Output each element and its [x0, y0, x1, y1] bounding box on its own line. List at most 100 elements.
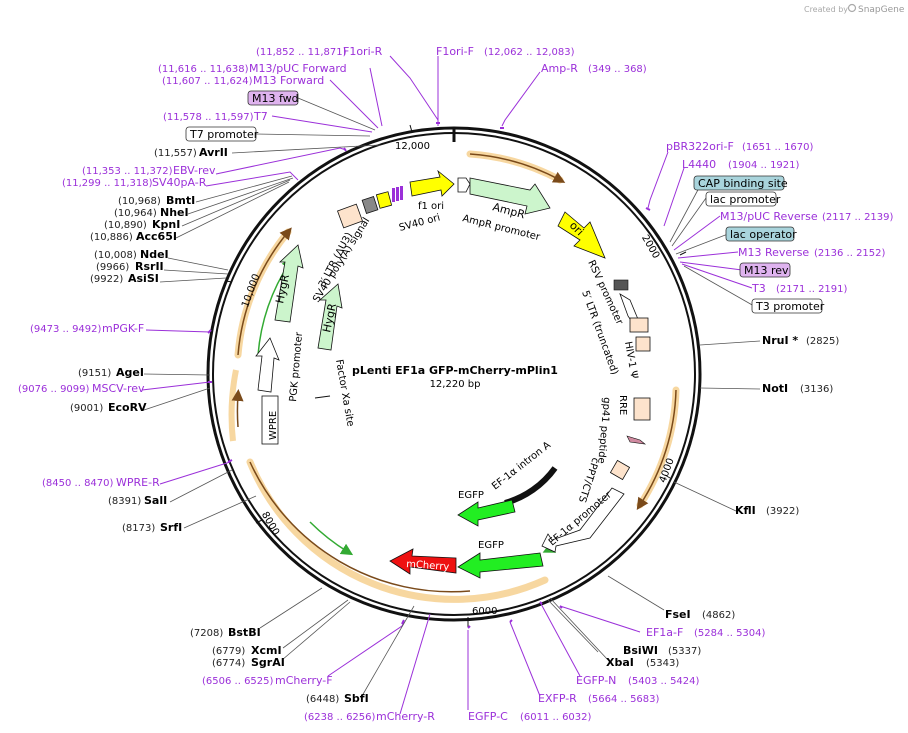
enzyme-sali-pos: (8391)	[108, 496, 141, 507]
mcherry-arrow	[389, 548, 457, 575]
primer-ef1a-f[interactable]: EF1a-F	[646, 626, 683, 639]
primer-m13-forward-pos: (11,607 .. 11,624)	[162, 76, 253, 87]
enzyme-avrii[interactable]: AvrII	[199, 146, 228, 159]
enzyme-asisi[interactable]: AsiSI	[128, 272, 159, 285]
watermark-text: Created by	[804, 5, 848, 14]
primer-m13puc-reverse-pos: (2117 .. 2139)	[822, 212, 894, 223]
enzyme-bmti[interactable]: BmtI	[166, 194, 195, 207]
hivpsi-box	[635, 336, 651, 352]
enzyme-ndei[interactable]: NdeI	[140, 248, 169, 261]
m13fwd-label: M13 fwd	[252, 92, 299, 105]
primer-m13puc-forward[interactable]: M13/pUC Forward	[249, 62, 347, 75]
primer-mscv-rev[interactable]: MSCV-rev	[92, 382, 145, 395]
primer-mcherry-f-pos: (6506 .. 6525)	[202, 676, 274, 687]
primer-ebv-rev[interactable]: EBV-rev	[173, 164, 216, 177]
sv40ori-box	[375, 191, 393, 209]
primer-wpre-r[interactable]: WPRE-R	[116, 476, 160, 489]
ampr-promoter-label: AmpR promoter	[461, 213, 542, 243]
enzyme-nrui[interactable]: NruI *	[762, 334, 798, 347]
wpre-arc-arrow	[231, 389, 244, 428]
primer-amp-r-pos: (349 .. 368)	[588, 64, 647, 75]
primer-egfp-n-pos: (5403 .. 5424)	[628, 676, 700, 687]
primer-mpgk-f-pos: (9473 .. 9492)	[30, 324, 102, 335]
primer-pbr322ori-f-pos: (1651 .. 1670)	[742, 142, 814, 153]
primer-egfp-c[interactable]: EGFP-C	[468, 710, 508, 723]
cap-label: CAP binding site	[698, 177, 788, 190]
wpre-arc	[228, 369, 239, 442]
hygr-arrow-1	[274, 244, 304, 323]
primer-sv40pa-r-pos: (11,299 .. 11,318)	[62, 178, 153, 189]
t3promoter-label: T3 promoter	[755, 300, 825, 313]
enzyme-sbfi[interactable]: SbfI	[344, 692, 369, 705]
primer-l4440[interactable]: L4440	[682, 158, 716, 171]
enzyme-bstbi[interactable]: BstBI	[228, 626, 261, 639]
enzyme-srfi[interactable]: SrfI	[160, 521, 182, 534]
enzyme-kfli[interactable]: KflI	[735, 504, 756, 517]
primer-egfp-n[interactable]: EGFP-N	[576, 674, 616, 687]
enzyme-kpni[interactable]: KpnI	[152, 218, 180, 231]
enzyme-rsrii-pos: (9966)	[96, 262, 129, 273]
enzyme-sgrai[interactable]: SgrAI	[251, 656, 285, 669]
sv40polya-box	[361, 195, 379, 215]
egfp-label-2: EGFP	[478, 540, 504, 551]
primer-m13-reverse[interactable]: M13 Reverse	[738, 246, 809, 259]
primer-f1ori-r[interactable]: F1ori-R	[343, 45, 383, 58]
enzyme-kfli-pos: (3922)	[766, 506, 799, 517]
enzyme-sgrai-pos: (6774)	[212, 658, 245, 669]
m13rev-label: M13 rev	[744, 264, 789, 277]
enzyme-srfi-pos: (8173)	[122, 523, 155, 534]
enzyme-acc65i[interactable]: Acc65I	[136, 230, 177, 243]
primer-mpgk-f[interactable]: mPGK-F	[102, 322, 144, 335]
primer-mcherry-r-pos: (6238 .. 6256)	[304, 712, 376, 723]
primer-marks-b	[396, 187, 399, 201]
enzyme-kpni-pos: (10,890)	[104, 220, 147, 231]
tick-10000: 10,000	[240, 272, 262, 309]
egfp-label-1: EGFP	[458, 490, 484, 501]
f1ori-arrow	[409, 169, 455, 197]
primer-m13puc-reverse[interactable]: M13/pUC Reverse	[720, 210, 818, 223]
enzyme-ecorv[interactable]: EcoRV	[108, 401, 147, 414]
enzyme-sbfi-pos: (6448)	[306, 694, 339, 705]
enzyme-fsei[interactable]: FseI	[665, 608, 691, 621]
ef1a-promoter-arrow	[541, 487, 625, 553]
primer-f1ori-r-pos: (11,852 .. 11,871)	[256, 47, 347, 58]
primer-egfp-c-pos: (6011 .. 6032)	[520, 712, 592, 723]
primer-f1ori-f[interactable]: F1ori-F	[436, 45, 474, 58]
enzyme-sali[interactable]: SalI	[144, 494, 167, 507]
enzyme-avrii-pos: (11,557)	[154, 148, 197, 159]
hygr-arrow-2	[317, 283, 343, 351]
primer-t3-pos: (2171 .. 2191)	[776, 284, 848, 295]
primer-exfp-r[interactable]: EXFP-R	[538, 692, 577, 705]
enzyme-xbai-pos: (5343)	[646, 658, 679, 669]
enzyme-noti[interactable]: NotI	[762, 382, 788, 395]
right-leaders	[647, 151, 761, 512]
ltr5-box	[629, 317, 649, 333]
enzyme-bsiwi[interactable]: BsiWI	[623, 644, 658, 657]
tick-12000: 12,000	[395, 141, 430, 152]
primer-m13-forward[interactable]: M13 Forward	[253, 74, 324, 87]
primer-exfp-r-pos: (5664 .. 5683)	[588, 694, 660, 705]
primer-t3[interactable]: T3	[751, 282, 766, 295]
primer-mcherry-r[interactable]: mCherry-R	[376, 710, 435, 723]
primer-pbr322ori-f[interactable]: pBR322ori-F	[666, 140, 734, 153]
enzyme-agei-pos: (9151)	[78, 368, 111, 379]
enzyme-xcmi[interactable]: XcmI	[251, 644, 282, 657]
enzyme-nhei[interactable]: NheI	[160, 206, 189, 219]
m13fwd-box	[247, 90, 299, 106]
primer-sv40pa-r[interactable]: SV40pA-R	[152, 176, 207, 189]
watermark-brand: SnapGene	[858, 5, 905, 15]
primer-mcherry-f[interactable]: mCherry-F	[275, 674, 333, 687]
wpre-label: WPRE	[268, 411, 279, 440]
primer-marks-c	[400, 186, 403, 200]
enzyme-noti-pos: (3136)	[800, 384, 833, 395]
sv40polya-label: SV40 poly(A) signal	[311, 216, 372, 305]
m13rev-box	[739, 262, 791, 278]
enzyme-agei[interactable]: AgeI	[116, 366, 144, 379]
enzyme-rsrii[interactable]: RsrII	[135, 260, 164, 273]
primer-t7[interactable]: T7	[253, 110, 268, 123]
primer-amp-r[interactable]: Amp-R	[541, 62, 578, 75]
rsv-box	[613, 279, 629, 291]
lacoperator-box	[725, 226, 795, 242]
enzyme-xbai[interactable]: XbaI	[606, 656, 634, 669]
